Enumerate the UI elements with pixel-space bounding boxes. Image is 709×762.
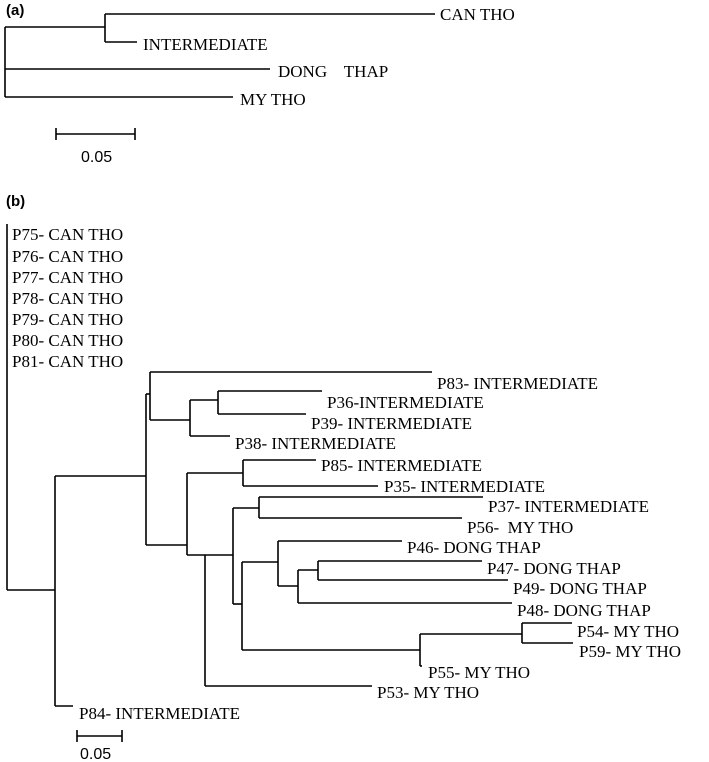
leaf-label: P39- INTERMEDIATE (311, 414, 472, 433)
leaf-label: MY THO (240, 90, 306, 109)
leaf-label: DONG THAP (278, 62, 388, 81)
leaf-label: P49- DONG THAP (513, 579, 647, 598)
leaf-label: P83- INTERMEDIATE (437, 374, 598, 393)
leaf-label: P79- CAN THO (12, 310, 123, 329)
leaf-label: P78- CAN THO (12, 289, 123, 308)
leaf-label: CAN THO (440, 5, 515, 24)
leaf-label: P35- INTERMEDIATE (384, 477, 545, 496)
leaf-label: P80- CAN THO (12, 331, 123, 350)
leaf-label: P36-INTERMEDIATE (327, 393, 484, 412)
leaf-label: P48- DONG THAP (517, 601, 651, 620)
leaf-label: P56- MY THO (467, 518, 573, 537)
leaf-label: P54- MY THO (577, 622, 679, 641)
leaf-label: INTERMEDIATE (143, 35, 268, 54)
leaf-label: P77- CAN THO (12, 268, 123, 287)
leaf-label: P85- INTERMEDIATE (321, 456, 482, 475)
leaf-label: P46- DONG THAP (407, 538, 541, 557)
leaf-label: P75- CAN THO (12, 225, 123, 244)
leaf-label: P38- INTERMEDIATE (235, 434, 396, 453)
panel-b-tree (6, 224, 573, 707)
leaf-label: P37- INTERMEDIATE (488, 497, 649, 516)
scale-bar (55, 128, 136, 140)
scale-bar-label: 0.05 (80, 746, 111, 762)
leaf-label: P47- DONG THAP (487, 559, 621, 578)
scale-bar-label: 0.05 (81, 149, 112, 166)
panel-a-tree (4, 13, 435, 98)
panel-b-label: (b) (6, 193, 25, 210)
leaf-label: P76- CAN THO (12, 247, 123, 266)
leaf-label: P84- INTERMEDIATE (79, 704, 240, 723)
leaf-label: P55- MY THO (428, 663, 530, 682)
leaf-label: P59- MY THO (579, 642, 681, 661)
leaf-label: P53- MY THO (377, 683, 479, 702)
scale-bar (76, 730, 123, 742)
panel-a-label: (a) (6, 2, 24, 19)
leaf-label: P81- CAN THO (12, 352, 123, 371)
